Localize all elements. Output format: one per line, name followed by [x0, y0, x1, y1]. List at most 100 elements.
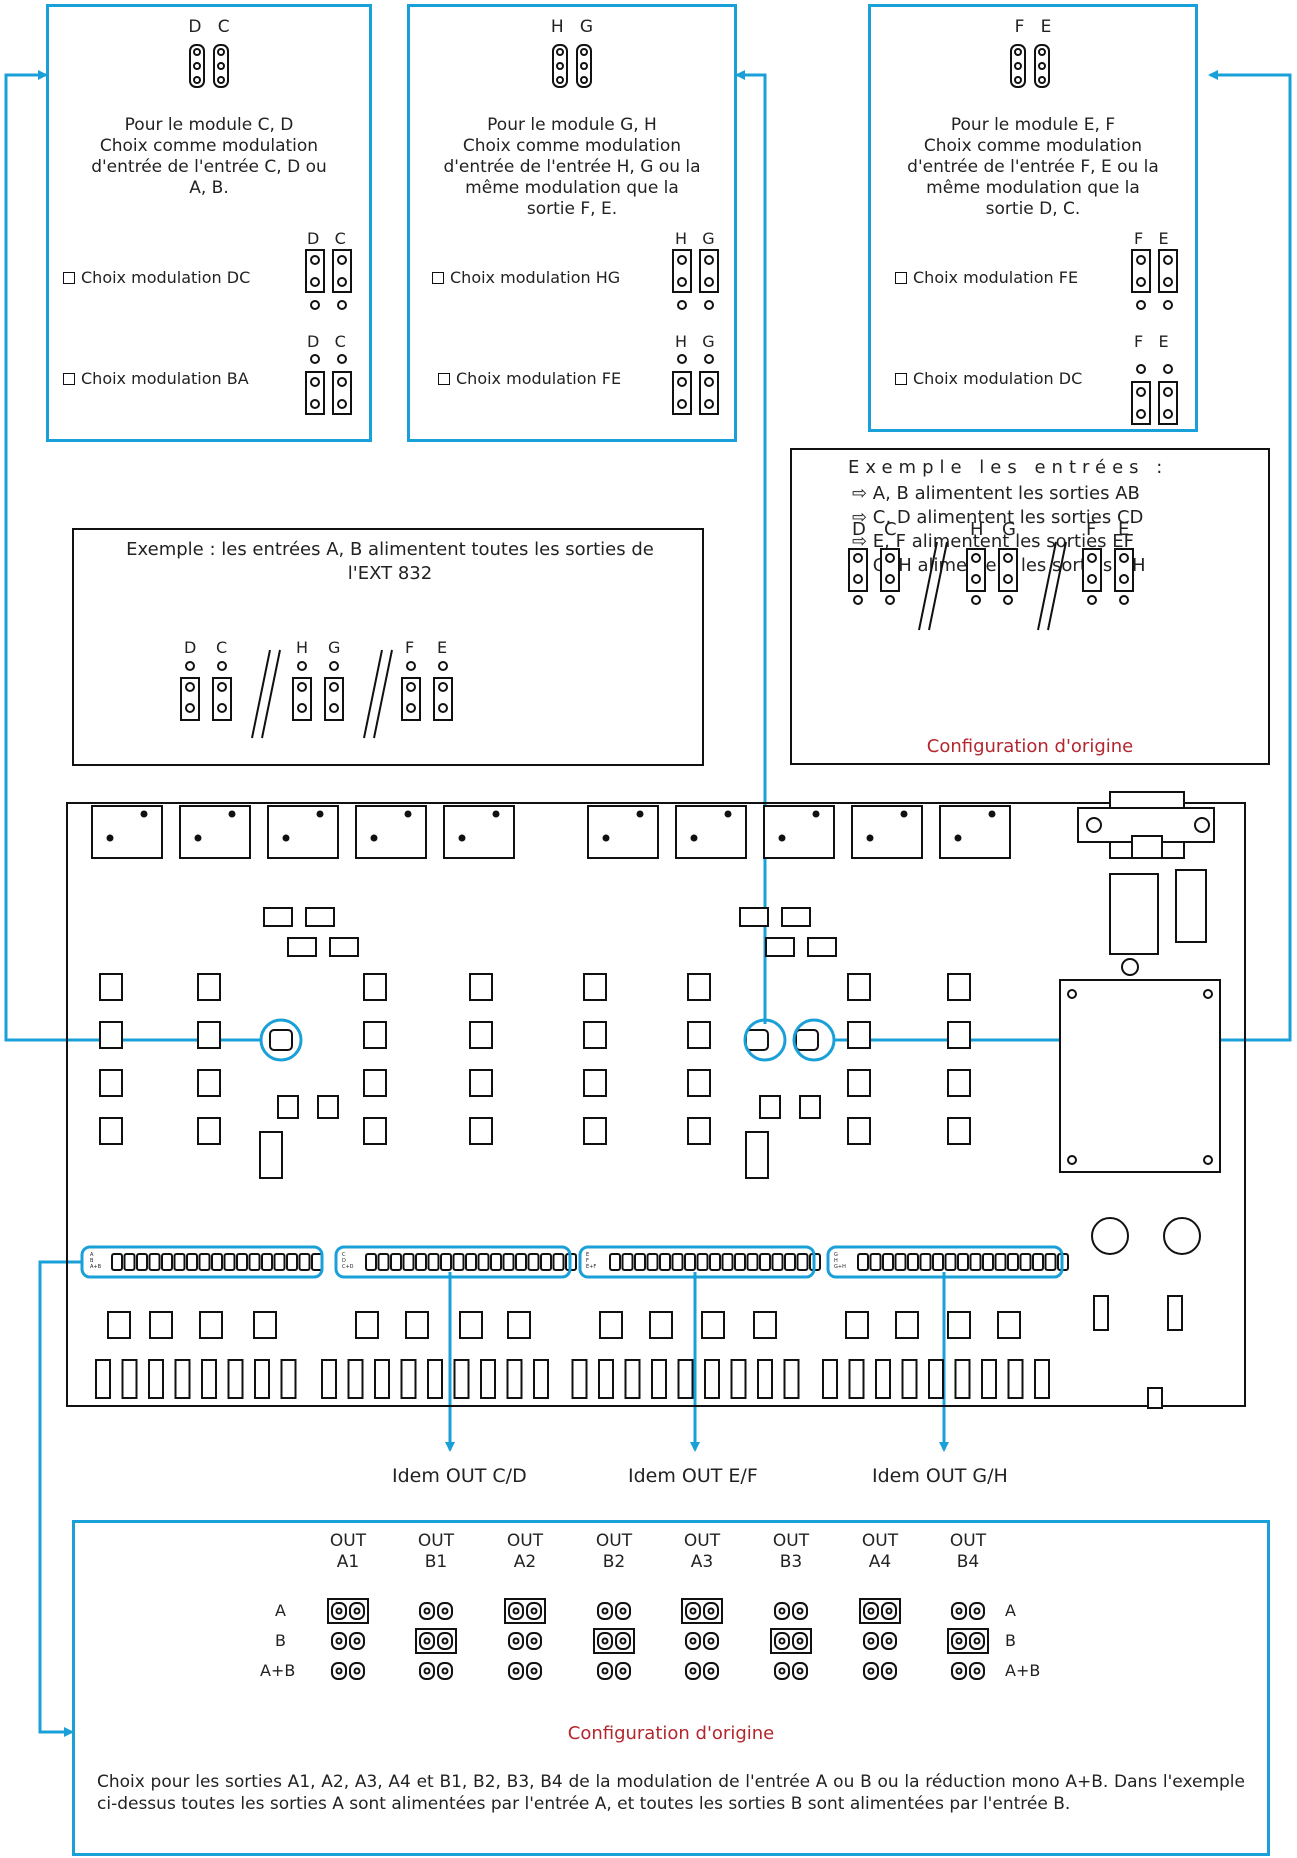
- capacitor: [347, 1359, 364, 1399]
- jumpers-label: H G: [550, 17, 594, 37]
- connector-body: [1131, 835, 1163, 859]
- pin: [217, 661, 227, 671]
- ic-chip: [687, 973, 711, 1001]
- pin: [971, 553, 981, 563]
- pin: [1087, 553, 1097, 563]
- pin-dot: [955, 1667, 963, 1675]
- group-label: F: [1086, 519, 1097, 540]
- pin: [1119, 595, 1129, 605]
- pin-strip: [869, 1253, 882, 1271]
- capacitor: [453, 1359, 470, 1399]
- strip-label: C D C+D: [342, 1252, 354, 1270]
- capacitor: [875, 1359, 891, 1399]
- ic-chip: [99, 1021, 123, 1049]
- pin-strip: [709, 1253, 721, 1271]
- pin-strip: [261, 1253, 273, 1271]
- jumpers-label: D C: [188, 17, 230, 37]
- pin: [1003, 553, 1013, 563]
- ic-chip: [99, 1117, 123, 1145]
- highlight-strip-ab: [80, 1245, 324, 1279]
- mount-hole: [1067, 1155, 1077, 1165]
- capacitor: [651, 1359, 667, 1399]
- pin-strip: [477, 1253, 490, 1271]
- pin: [217, 703, 227, 713]
- idem-out-cd: Idem OUT C/D: [392, 1465, 527, 1487]
- pin: [885, 553, 895, 563]
- pin-strip: [415, 1253, 427, 1271]
- pin: [853, 574, 863, 584]
- row-label-left: A+B: [260, 1661, 296, 1680]
- panel-description: Pour le module E, F Choix comme modulati…: [907, 115, 1159, 219]
- pin-strip: [540, 1253, 552, 1271]
- ic-chip: [845, 1311, 869, 1339]
- ic-chip: [847, 1069, 871, 1097]
- mount-hole: [1067, 989, 1077, 999]
- pin-strip: [286, 1253, 298, 1271]
- pin-strip: [982, 1253, 994, 1271]
- ic-chip: [197, 973, 221, 1001]
- pin-dot: [778, 1637, 786, 1645]
- jumper-diagram-icon: [1131, 249, 1178, 425]
- option-ba[interactable]: Choix modulation BA: [63, 369, 249, 389]
- jumper-groups-diagram: [180, 649, 453, 739]
- pin-dot: [353, 1667, 361, 1675]
- pin-strip: [236, 1253, 248, 1271]
- capacitor: [95, 1359, 111, 1399]
- pin-strip: [696, 1253, 709, 1271]
- option-dc[interactable]: Choix modulation DC: [895, 369, 1082, 389]
- highlight-strip-gh: [826, 1245, 1064, 1279]
- relay: [179, 805, 251, 859]
- pin-strip: [390, 1253, 402, 1271]
- pin-strip: [1044, 1253, 1057, 1271]
- origin-label: Configuration d'origine: [926, 736, 1134, 757]
- pin-strip: [746, 1253, 759, 1271]
- option-fe[interactable]: Choix modulation FE: [895, 268, 1078, 288]
- pin-strip: [377, 1253, 390, 1271]
- relay-pin: [812, 810, 820, 818]
- option-dc[interactable]: Choix modulation DC: [63, 268, 250, 288]
- pin-dot: [601, 1637, 609, 1645]
- ic-chip: [583, 1069, 607, 1097]
- ic-chip: [947, 1117, 971, 1145]
- pin-strip: [721, 1253, 734, 1271]
- pin-strip: [659, 1253, 671, 1271]
- pin-dot: [973, 1637, 981, 1645]
- pin-strip: [248, 1253, 261, 1271]
- group-label: H: [296, 638, 309, 657]
- ic-chip: [459, 1311, 483, 1339]
- mount-hole: [1203, 1155, 1213, 1165]
- option-fe[interactable]: Choix modulation FE: [438, 369, 621, 389]
- pin-dot: [796, 1667, 804, 1675]
- row-label-right: A+B: [1005, 1661, 1041, 1680]
- output-jumpers-diagram: [327, 1598, 989, 1680]
- option-hg[interactable]: Choix modulation HG: [432, 268, 620, 288]
- pin-strip: [969, 1253, 982, 1271]
- ic-chip: [765, 937, 795, 957]
- capacitor: [981, 1359, 997, 1399]
- pin-dot: [955, 1607, 963, 1615]
- pin: [297, 661, 307, 671]
- ic-chip: [687, 1117, 711, 1145]
- output-column-label: OUT A4: [861, 1531, 899, 1572]
- capacitor: [677, 1359, 694, 1399]
- example-line: ⇨ C, D alimentent les sorties CD: [852, 507, 1144, 528]
- pin-strip: [298, 1253, 311, 1271]
- ic-chip: [507, 1311, 531, 1339]
- pin-strip: [907, 1253, 919, 1271]
- relay: [355, 805, 427, 859]
- pin-strip: [440, 1253, 452, 1271]
- pin: [297, 703, 307, 713]
- separator-line: [1047, 541, 1067, 631]
- pin-dot: [423, 1667, 431, 1675]
- pin-dot: [619, 1667, 627, 1675]
- group-label: D: [184, 638, 197, 657]
- relay-pin: [778, 834, 786, 842]
- ic-chip: [847, 973, 871, 1001]
- relay-pin: [724, 810, 732, 818]
- pin-strip: [527, 1253, 540, 1271]
- row-label-right: B: [1005, 1631, 1016, 1650]
- relay-pin: [194, 834, 202, 842]
- ic-chip: [947, 973, 971, 1001]
- relay: [443, 805, 515, 859]
